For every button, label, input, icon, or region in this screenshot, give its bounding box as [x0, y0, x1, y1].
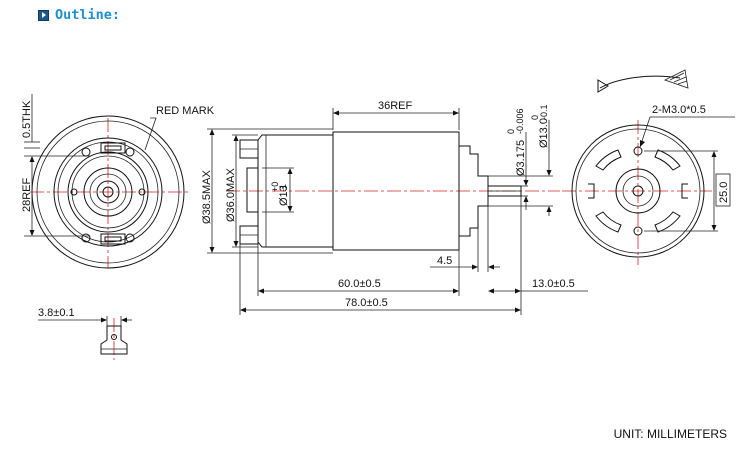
body-max-label: Ø38.5MAX [201, 170, 213, 224]
shaft-dia-label: Ø3.175 [515, 140, 527, 176]
shaft-tol-lower: -0.006 [515, 108, 525, 134]
brush-tol-lower: -1 [278, 184, 288, 192]
ref28-label: 28REF [21, 177, 33, 212]
red-mark-label: RED MARK [156, 105, 215, 117]
d78-label: 78.0±0.5 [345, 297, 388, 309]
d45-label: 4.5 [437, 255, 452, 267]
unit-note: UNIT: MILLIMETERS [613, 427, 727, 441]
outline-header: Outline: [38, 6, 120, 24]
d25-label: 25.0 [718, 182, 730, 203]
thk-label: 0.5THK [21, 100, 33, 138]
outline-title: Outline: [55, 7, 121, 23]
rotation-arrow-icon [663, 69, 689, 89]
d38-label: 3.8±0.1 [38, 307, 75, 319]
shaft-tol-upper: 0 [506, 129, 516, 134]
boss-tol-upper: 0 [530, 115, 540, 120]
right-end-view: 25.0 2-M3.0*0.5 [562, 69, 735, 265]
left-end-view: RED MARK 0.5THK 28REF [21, 94, 215, 269]
d13-label: 13.0±0.5 [532, 278, 575, 290]
ref36-label: 36REF [378, 100, 413, 112]
boss-tol-lower: -0.1 [539, 104, 549, 120]
terminal-detail: 3.8±0.1 [38, 307, 132, 360]
side-view: 36REF Ø38.5MAX Ø36.0MAX Ø13 +0 -1 [201, 100, 588, 315]
boss-dia-label: Ø13.0 [538, 118, 550, 148]
m30-label: 2-M3.0*0.5 [652, 104, 706, 116]
play-arrow-icon [38, 9, 49, 21]
brush-boss-label: Ø13 [278, 185, 290, 206]
can-max-label: Ø36.0MAX [225, 168, 237, 222]
d60-label: 60.0±0.5 [338, 278, 381, 290]
brush-tol-upper: +0 [270, 182, 280, 192]
